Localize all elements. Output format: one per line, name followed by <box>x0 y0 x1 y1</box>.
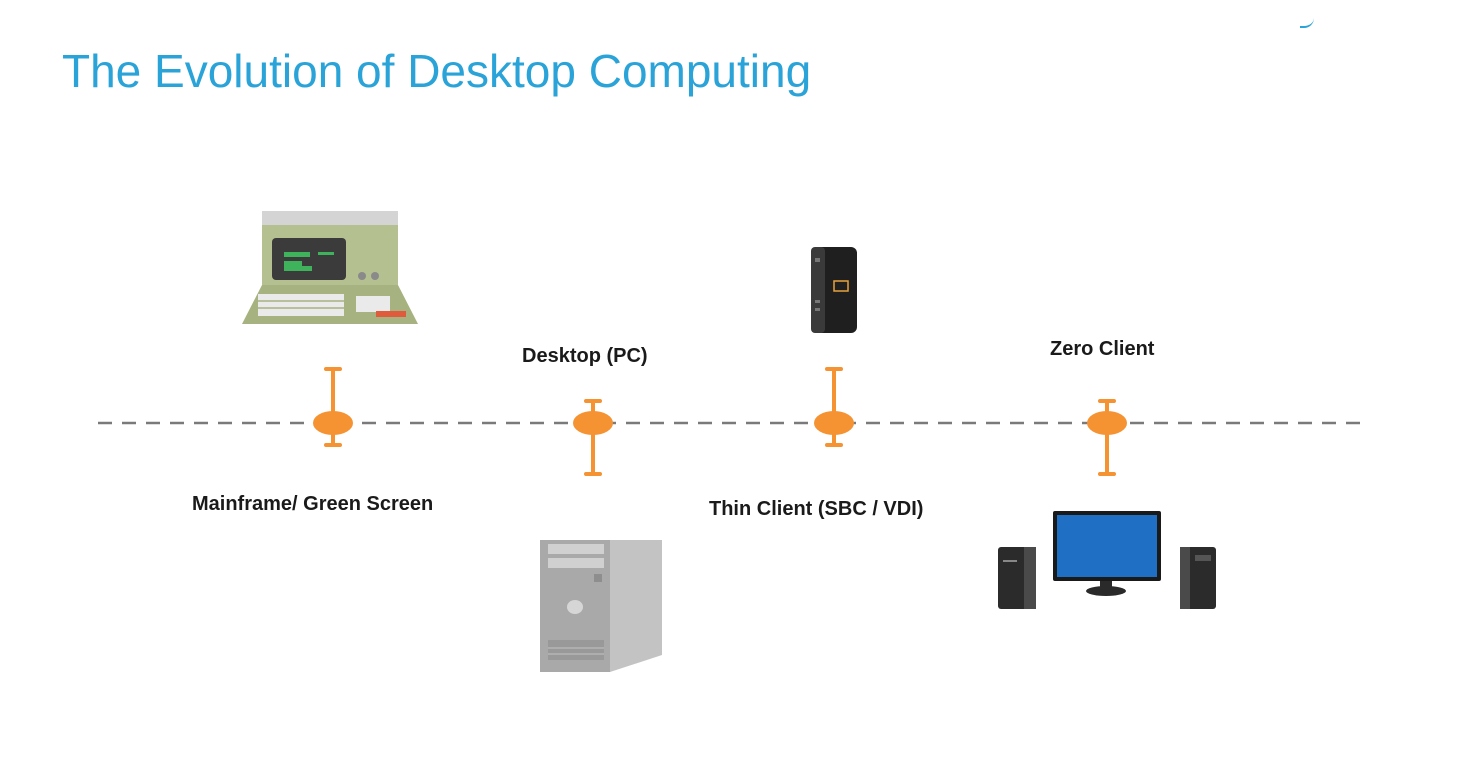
timeline-marker-desktop <box>573 399 613 476</box>
mainframe-terminal-icon <box>242 211 418 324</box>
timeline-marker-thin-client <box>814 367 854 447</box>
timeline-marker-zero-client <box>1087 399 1127 476</box>
timeline-marker-mainframe <box>313 367 353 447</box>
milestone-label-mainframe: Mainframe/ Green Screen <box>192 493 434 515</box>
milestone-label-desktop: Desktop (PC) <box>522 345 648 367</box>
corner-accent-mark <box>1300 18 1314 28</box>
milestone-label-thin-client: Thin Client (SBC / VDI) <box>709 498 924 520</box>
desktop-tower-icon <box>540 540 662 672</box>
milestone-label-zero-client: Zero Client <box>1050 338 1155 360</box>
slide-title: The Evolution of Desktop Computing <box>62 45 812 97</box>
zero-client-setup-icon <box>998 511 1216 609</box>
thin-client-device-icon <box>811 247 857 333</box>
